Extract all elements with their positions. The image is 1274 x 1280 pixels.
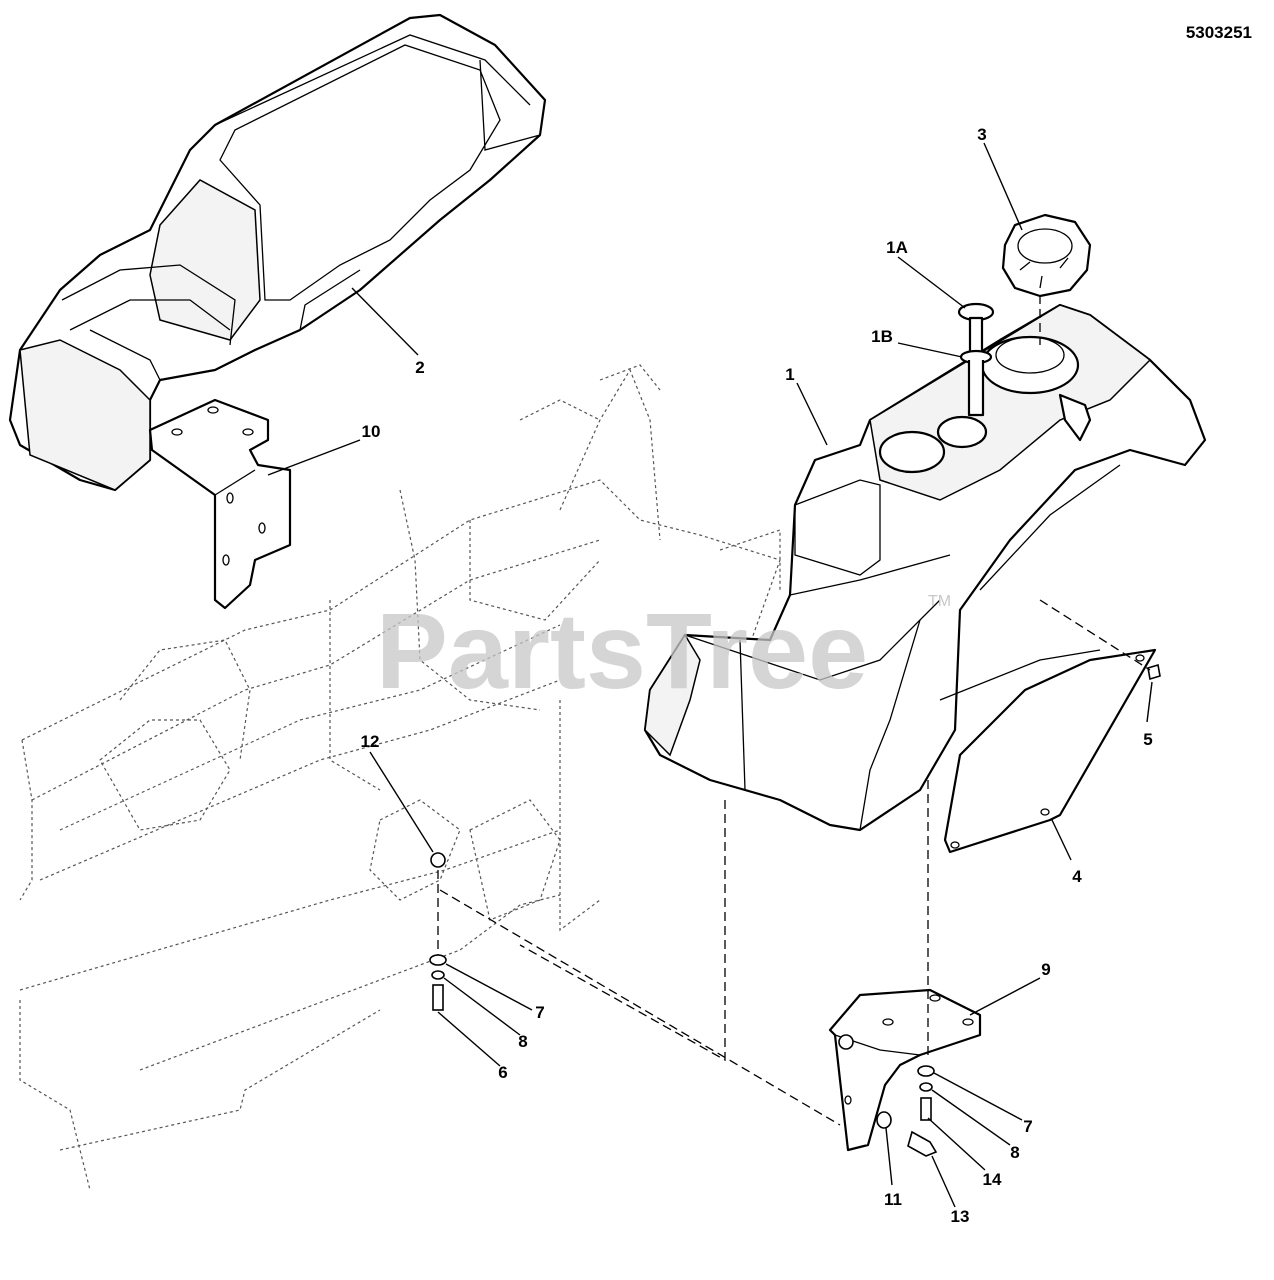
bolt-13 [907, 1130, 938, 1157]
callout-3: 3 [977, 125, 986, 144]
nut-12 [430, 852, 446, 868]
callout-1: 1 [785, 365, 794, 384]
screw-5 [1147, 663, 1161, 681]
callout-1b: 1B [871, 327, 893, 346]
callout-5: 5 [1143, 730, 1152, 749]
tractor-frame-outline [19, 364, 781, 1191]
watermark-trademark: TM [928, 593, 951, 610]
callout-7-left: 7 [535, 1003, 544, 1022]
callout-8-right: 8 [1010, 1143, 1019, 1162]
callout-labels: 1 1A 1B 2 3 4 5 6 7 7 8 8 9 10 11 12 13 … [361, 125, 1153, 1226]
left-bracket-part [148, 398, 292, 610]
washer-11 [876, 1111, 892, 1129]
lockwasher-8-left [431, 970, 445, 980]
hardware-items [429, 663, 1161, 1157]
fuel-cap-part [1001, 213, 1092, 298]
fender-rear-part [8, 13, 547, 492]
callout-7-right: 7 [1023, 1117, 1032, 1136]
callout-2: 2 [415, 358, 424, 377]
callout-4: 4 [1072, 867, 1082, 886]
callout-11: 11 [884, 1190, 902, 1209]
callout-10: 10 [362, 422, 381, 441]
bracket-nut [838, 1034, 854, 1050]
callout-12: 12 [361, 732, 380, 751]
callout-6: 6 [498, 1063, 507, 1082]
side-panel-part [943, 648, 1157, 854]
fuel-tank-pod-part [643, 303, 1207, 832]
alignment-lines [437, 295, 1151, 1126]
callout-1a: 1A [886, 238, 908, 257]
callout-14: 14 [983, 1170, 1002, 1189]
callout-8-left: 8 [518, 1032, 527, 1051]
lockwasher-8-right [919, 1082, 933, 1092]
washer-7-left [429, 954, 447, 966]
callout-13: 13 [951, 1207, 970, 1226]
bolt-14 [920, 1097, 932, 1121]
bolt-6 [432, 984, 444, 1011]
fuel-gauge-part [957, 302, 995, 417]
document-number: 5303251 [1186, 23, 1252, 42]
callout-9: 9 [1041, 960, 1050, 979]
right-bracket-part [828, 988, 982, 1152]
leader-lines [267, 142, 1153, 1208]
washer-7-right [917, 1065, 935, 1077]
watermark-text: PartsTree [376, 590, 868, 711]
